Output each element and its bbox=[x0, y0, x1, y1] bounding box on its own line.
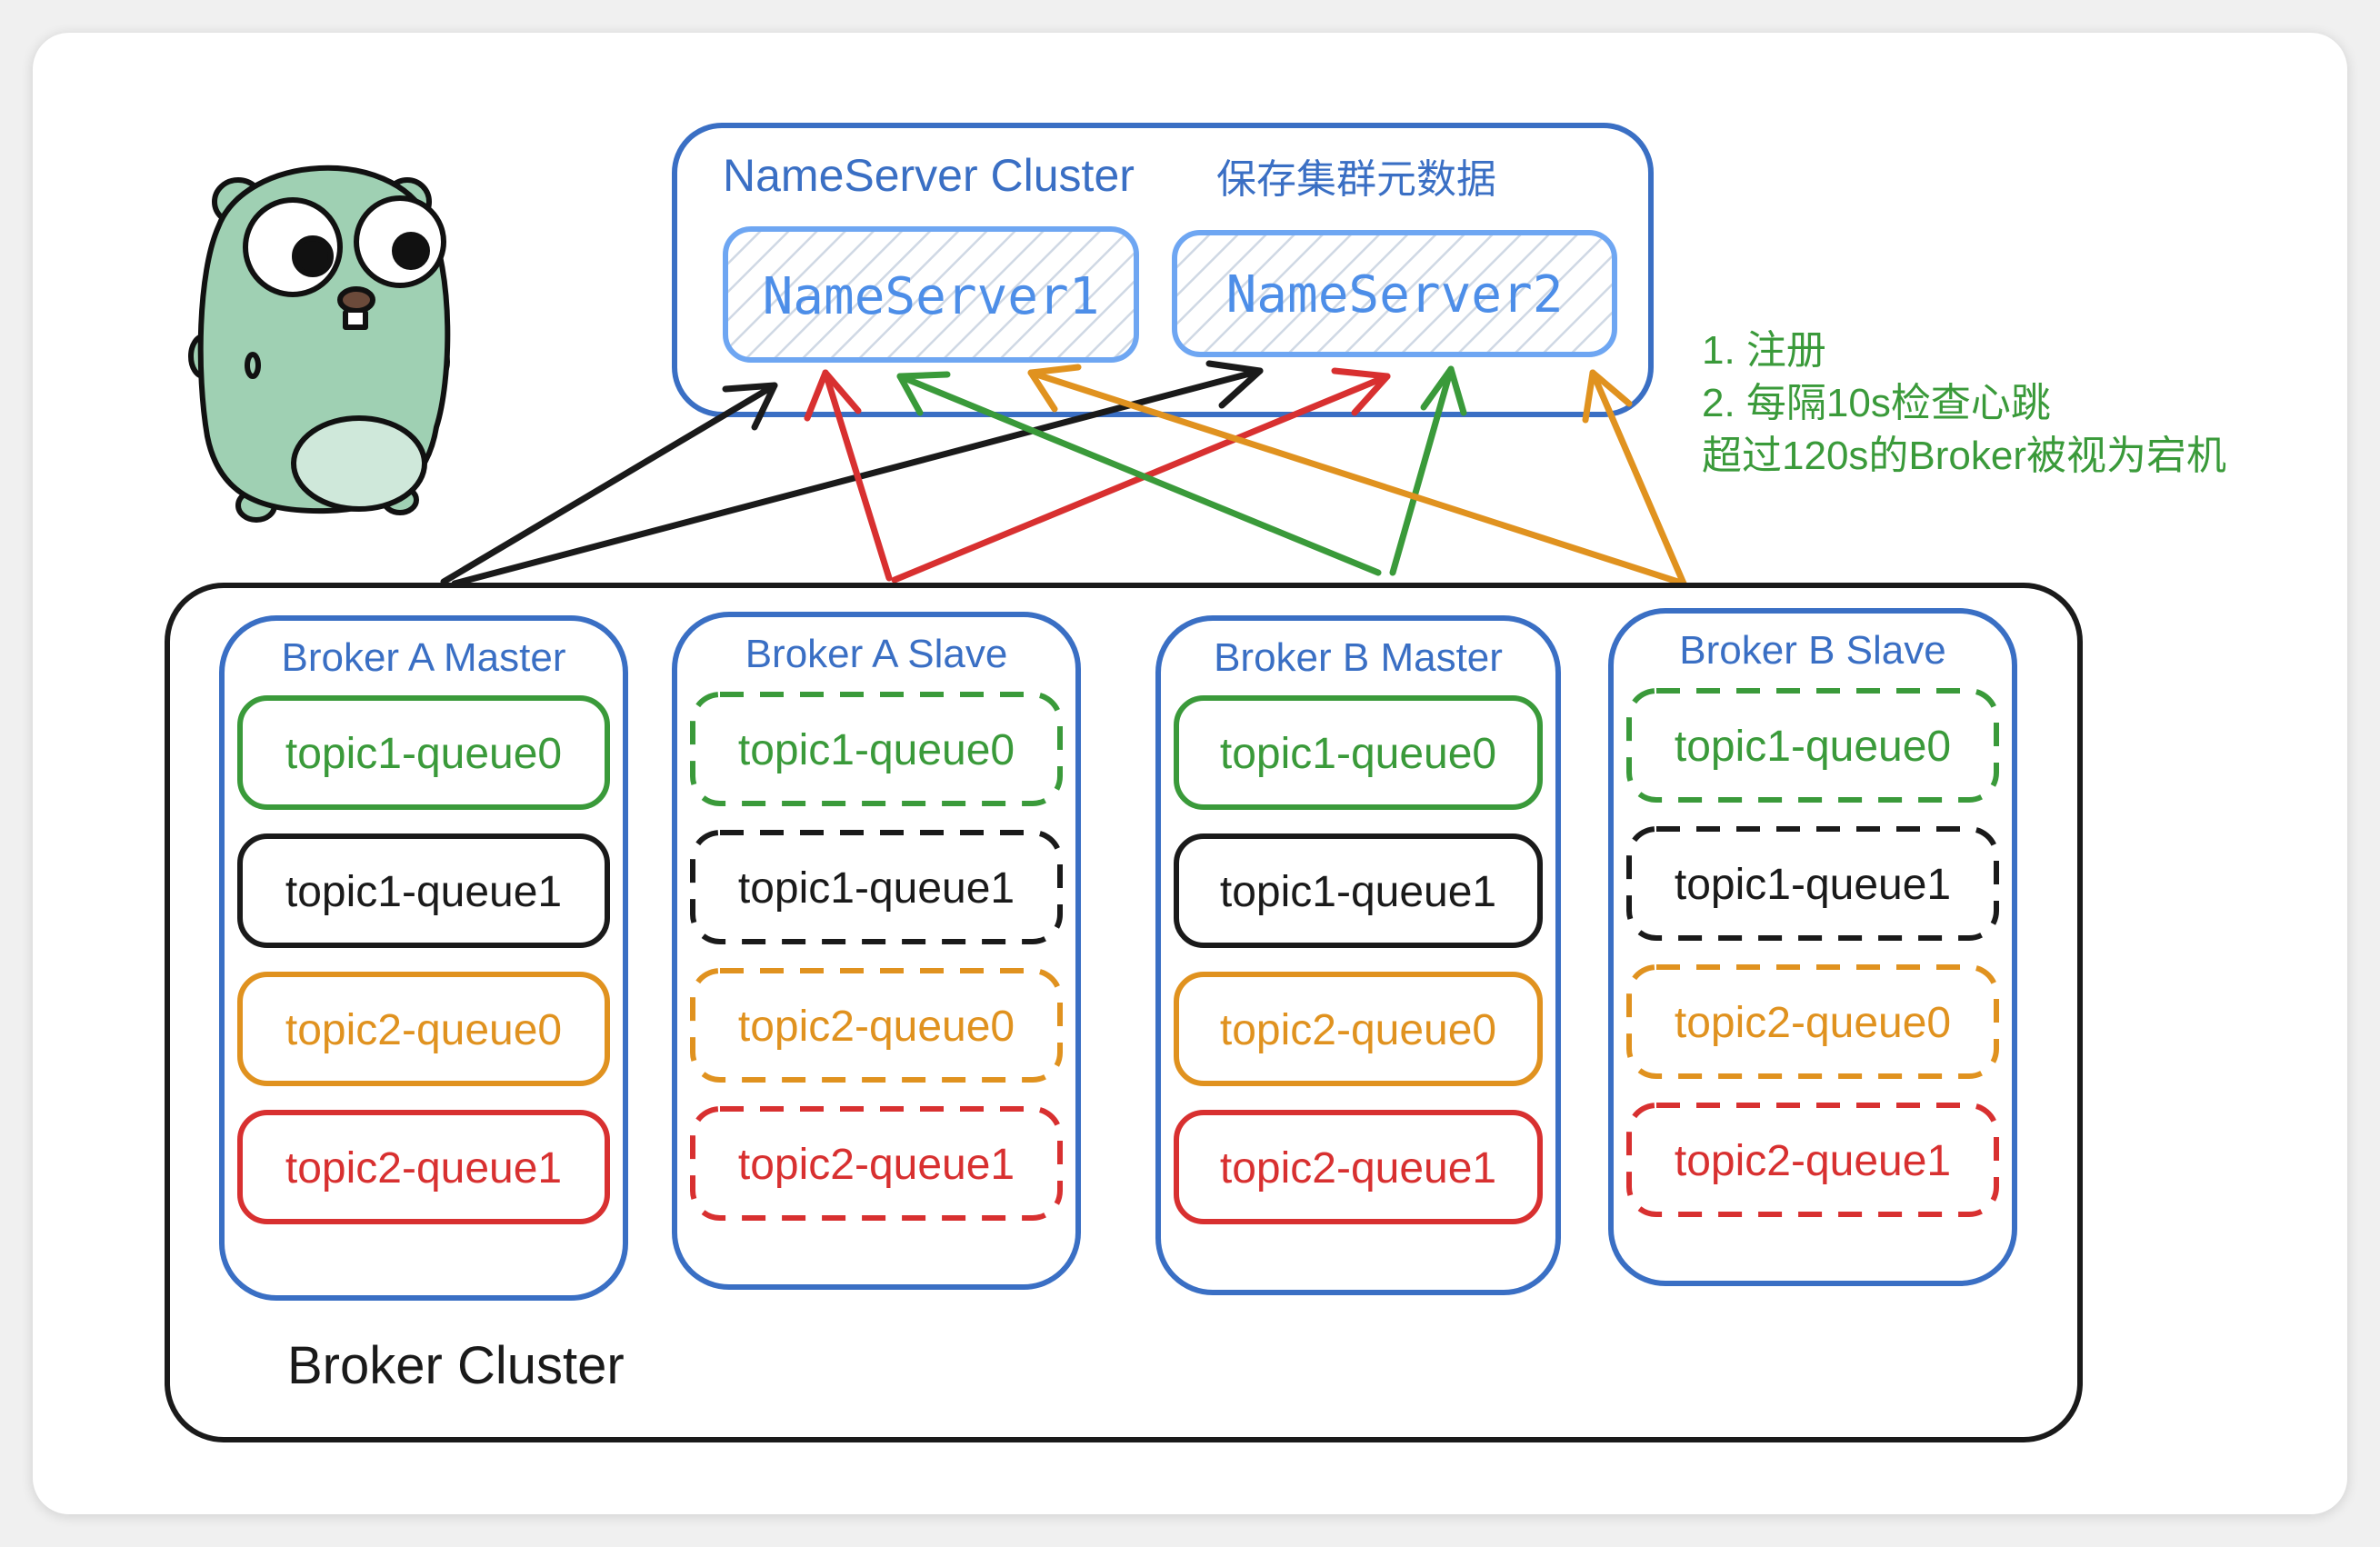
queue-box bbox=[237, 695, 610, 810]
queue-label: topic2-queue0 bbox=[285, 1006, 562, 1054]
queue-label: topic2-queue0 bbox=[1675, 999, 1951, 1047]
queue-box bbox=[1174, 833, 1543, 948]
queue-label: topic1-queue1 bbox=[1675, 861, 1951, 909]
queue-label: topic2-queue1 bbox=[285, 1144, 562, 1193]
queue-box bbox=[690, 830, 1063, 944]
arrow-broker-a-slave-to-nameserver1 bbox=[804, 369, 893, 582]
broker-a-master-frame bbox=[219, 615, 628, 1301]
broker-b-slave-title: Broker B Slave bbox=[1679, 628, 1945, 673]
heartbeat-notes: 1. 注册 2. 每隔10s检查心跳 超过120s的Broker被视为宕机 bbox=[1702, 328, 2226, 478]
queue-label: topic2-queue1 bbox=[1675, 1137, 1951, 1185]
queue-label: topic1-queue1 bbox=[1220, 868, 1496, 916]
broker-a-master: Broker A Master topic1-queue0 topic1-queue… bbox=[219, 615, 628, 1301]
queue-label: topic1-queue0 bbox=[738, 726, 1015, 774]
nameserver1: NameServer1 bbox=[723, 226, 1139, 363]
arrow-broker-a-master-to-nameserver-cluster bbox=[440, 382, 778, 585]
queue-label: topic2-queue1 bbox=[738, 1141, 1015, 1189]
nameserver-cluster-title: NameServer Cluster bbox=[723, 150, 1135, 201]
nameserver2-label: NameServer2 bbox=[1226, 265, 1564, 324]
broker-b-master-title: Broker B Master bbox=[1214, 635, 1503, 680]
queue-label: topic2-queue0 bbox=[738, 1003, 1015, 1051]
nameserver1-label: NameServer1 bbox=[763, 267, 1100, 326]
broker-a-slave: Broker A Slave topic1-queue0 topic1-queue1… bbox=[672, 612, 1081, 1290]
note-heartbeat: 2. 每隔10s检查心跳 bbox=[1702, 381, 2051, 425]
queue-label: topic1-queue1 bbox=[285, 868, 562, 916]
queue-box bbox=[690, 692, 1063, 806]
queue-box bbox=[237, 1110, 610, 1224]
arrow-broker-b-master-to-nameserver2 bbox=[1389, 365, 1467, 576]
nameserver-cluster: NameServer Cluster 保存集群元数据 NameServer1 N… bbox=[672, 123, 1654, 417]
note-register: 1. 注册 bbox=[1702, 328, 1826, 373]
broker-a-slave-title: Broker A Slave bbox=[745, 632, 1008, 676]
queue-box bbox=[1174, 1110, 1543, 1224]
broker-b-master-frame bbox=[1155, 615, 1561, 1295]
queue-label: topic1-queue0 bbox=[1220, 730, 1496, 778]
queue-box bbox=[1174, 972, 1543, 1086]
broker-b-slave-frame bbox=[1608, 608, 2017, 1286]
broker-cluster-title: Broker Cluster bbox=[287, 1336, 625, 1395]
queue-box bbox=[1626, 826, 1999, 941]
nameserver-cluster-subtitle: 保存集群元数据 bbox=[1216, 157, 1496, 202]
broker-a-slave-frame bbox=[672, 612, 1081, 1290]
broker-a-master-title: Broker A Master bbox=[281, 635, 565, 680]
queue-box bbox=[690, 1106, 1063, 1221]
broker-cluster: Broker Cluster Broker A Master topic1-que… bbox=[165, 583, 2083, 1442]
queue-label: topic2-queue1 bbox=[1220, 1144, 1496, 1193]
broker-b-slave: Broker B Slave topic1-queue0 topic1-queue1… bbox=[1608, 608, 2017, 1286]
queue-box bbox=[690, 968, 1063, 1083]
queue-label: topic1-queue0 bbox=[1675, 723, 1951, 771]
gopher-mascot-icon bbox=[188, 165, 451, 523]
broker-b-master: Broker B Master topic1-queue0 topic1-queue… bbox=[1155, 615, 1561, 1295]
queue-box bbox=[1626, 964, 1999, 1079]
queue-label: topic1-queue0 bbox=[285, 730, 562, 778]
queue-label: topic1-queue1 bbox=[738, 864, 1015, 913]
queue-box bbox=[1174, 695, 1543, 810]
registration-arrows bbox=[440, 360, 1687, 587]
queue-label: topic2-queue0 bbox=[1220, 1006, 1496, 1054]
arrow-broker-b-slave-to-nameserver-cluster bbox=[1582, 369, 1687, 587]
arrow-broker-b-master-to-nameserver1 bbox=[896, 371, 1382, 576]
queue-box bbox=[237, 833, 610, 948]
arrow-broker-b-slave-to-nameserver1 bbox=[1027, 364, 1687, 587]
note-timeout: 超过120s的Broker被视为宕机 bbox=[1702, 434, 2226, 478]
queue-box bbox=[237, 972, 610, 1086]
queue-box bbox=[1626, 688, 1999, 803]
nameserver2: NameServer2 bbox=[1172, 230, 1617, 357]
queue-box bbox=[1626, 1103, 1999, 1217]
